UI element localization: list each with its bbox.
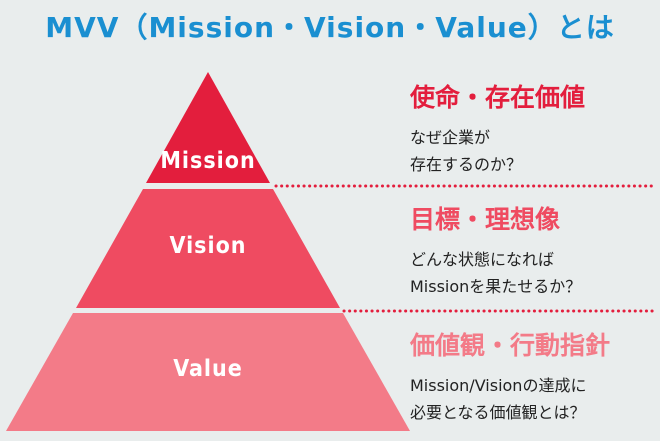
- value-tier: [6, 313, 410, 431]
- mission-label: Mission: [160, 148, 256, 174]
- mission-heading: 使命・存在価値: [410, 83, 586, 112]
- mission-text-line-2: 存在するのか？: [410, 155, 523, 174]
- mission-text-line-1: なぜ企業が: [410, 128, 491, 147]
- value-heading: 価値観・行動指針: [410, 331, 611, 360]
- vision-text-line-2: Missionを果たせるか？: [410, 277, 582, 296]
- value-text-line-2: 必要となる価値観とは？: [410, 403, 586, 422]
- vision-label: Vision: [169, 233, 247, 259]
- value-text-line-1: Mission/Visionの達成に: [410, 376, 587, 395]
- vision-description: 目標・理想像 どんな状態になれば Missionを果たせるか？: [410, 200, 660, 300]
- mission-description: 使命・存在価値 なぜ企業が 存在するのか？: [410, 78, 660, 178]
- value-label: Value: [173, 356, 243, 382]
- value-description: 価値観・行動指針 Mission/Visionの達成に 必要となる価値観とは？: [410, 326, 660, 426]
- vision-heading: 目標・理想像: [410, 205, 561, 234]
- mission-tier: [146, 72, 270, 183]
- vision-tier: [76, 189, 340, 308]
- page-title: MVV（Mission・Vision・Value）とは: [45, 11, 615, 44]
- vision-text-line-1: どんな状態になれば: [410, 250, 555, 269]
